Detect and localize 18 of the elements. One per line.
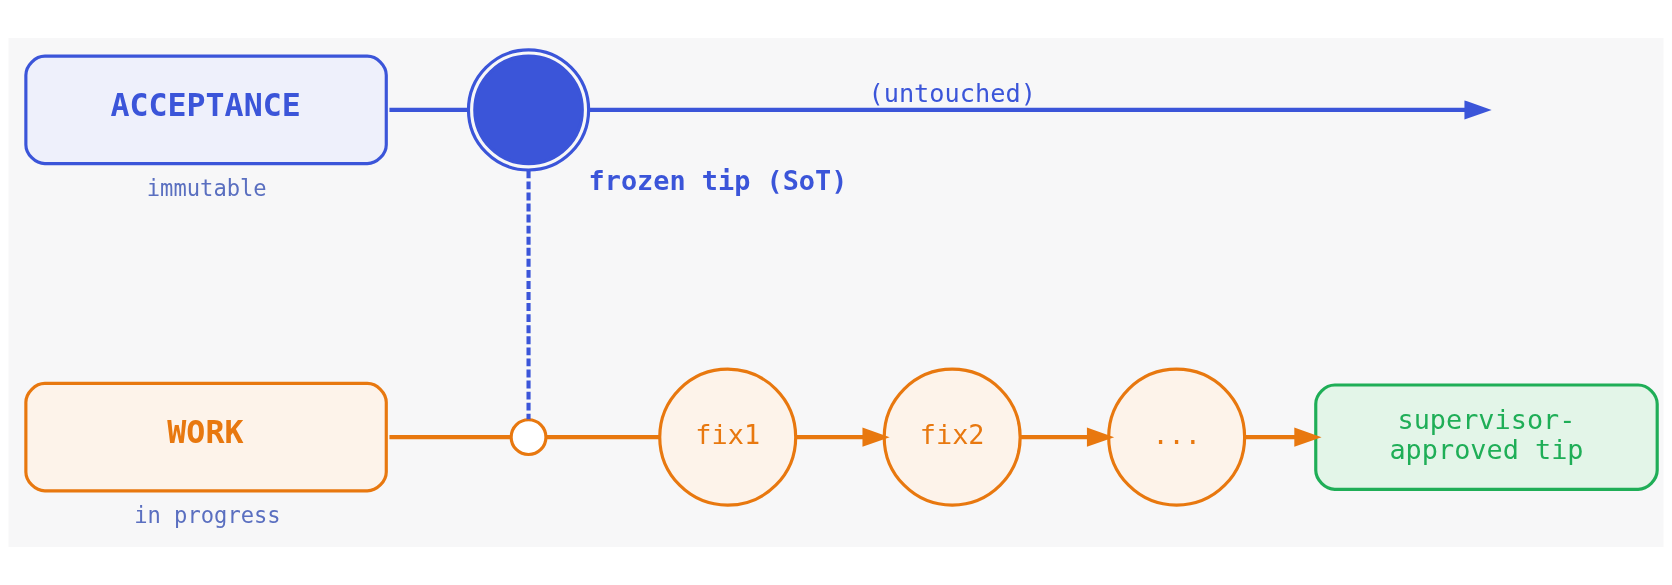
node-label: immutable: [146, 174, 267, 201]
node-box: supervisor- approved tip: [1314, 383, 1659, 491]
connector: [526, 170, 531, 420]
edge-label: (untouched): [868, 78, 1036, 108]
arrow: [1244, 427, 1322, 447]
arrow: [589, 100, 1492, 120]
arrow: [1020, 427, 1115, 447]
node-circle: ...: [1107, 367, 1247, 507]
node-label: frozen tip (SoT): [588, 164, 848, 196]
connector: [389, 435, 511, 440]
node-label: in progress: [134, 501, 281, 528]
connector: [389, 107, 469, 112]
node-circle: fix2: [882, 367, 1022, 507]
connector: [546, 435, 660, 440]
node-circle: [509, 418, 548, 457]
node-circle: [466, 48, 591, 172]
node-circle: fix1: [658, 367, 798, 507]
arrow: [795, 427, 890, 447]
